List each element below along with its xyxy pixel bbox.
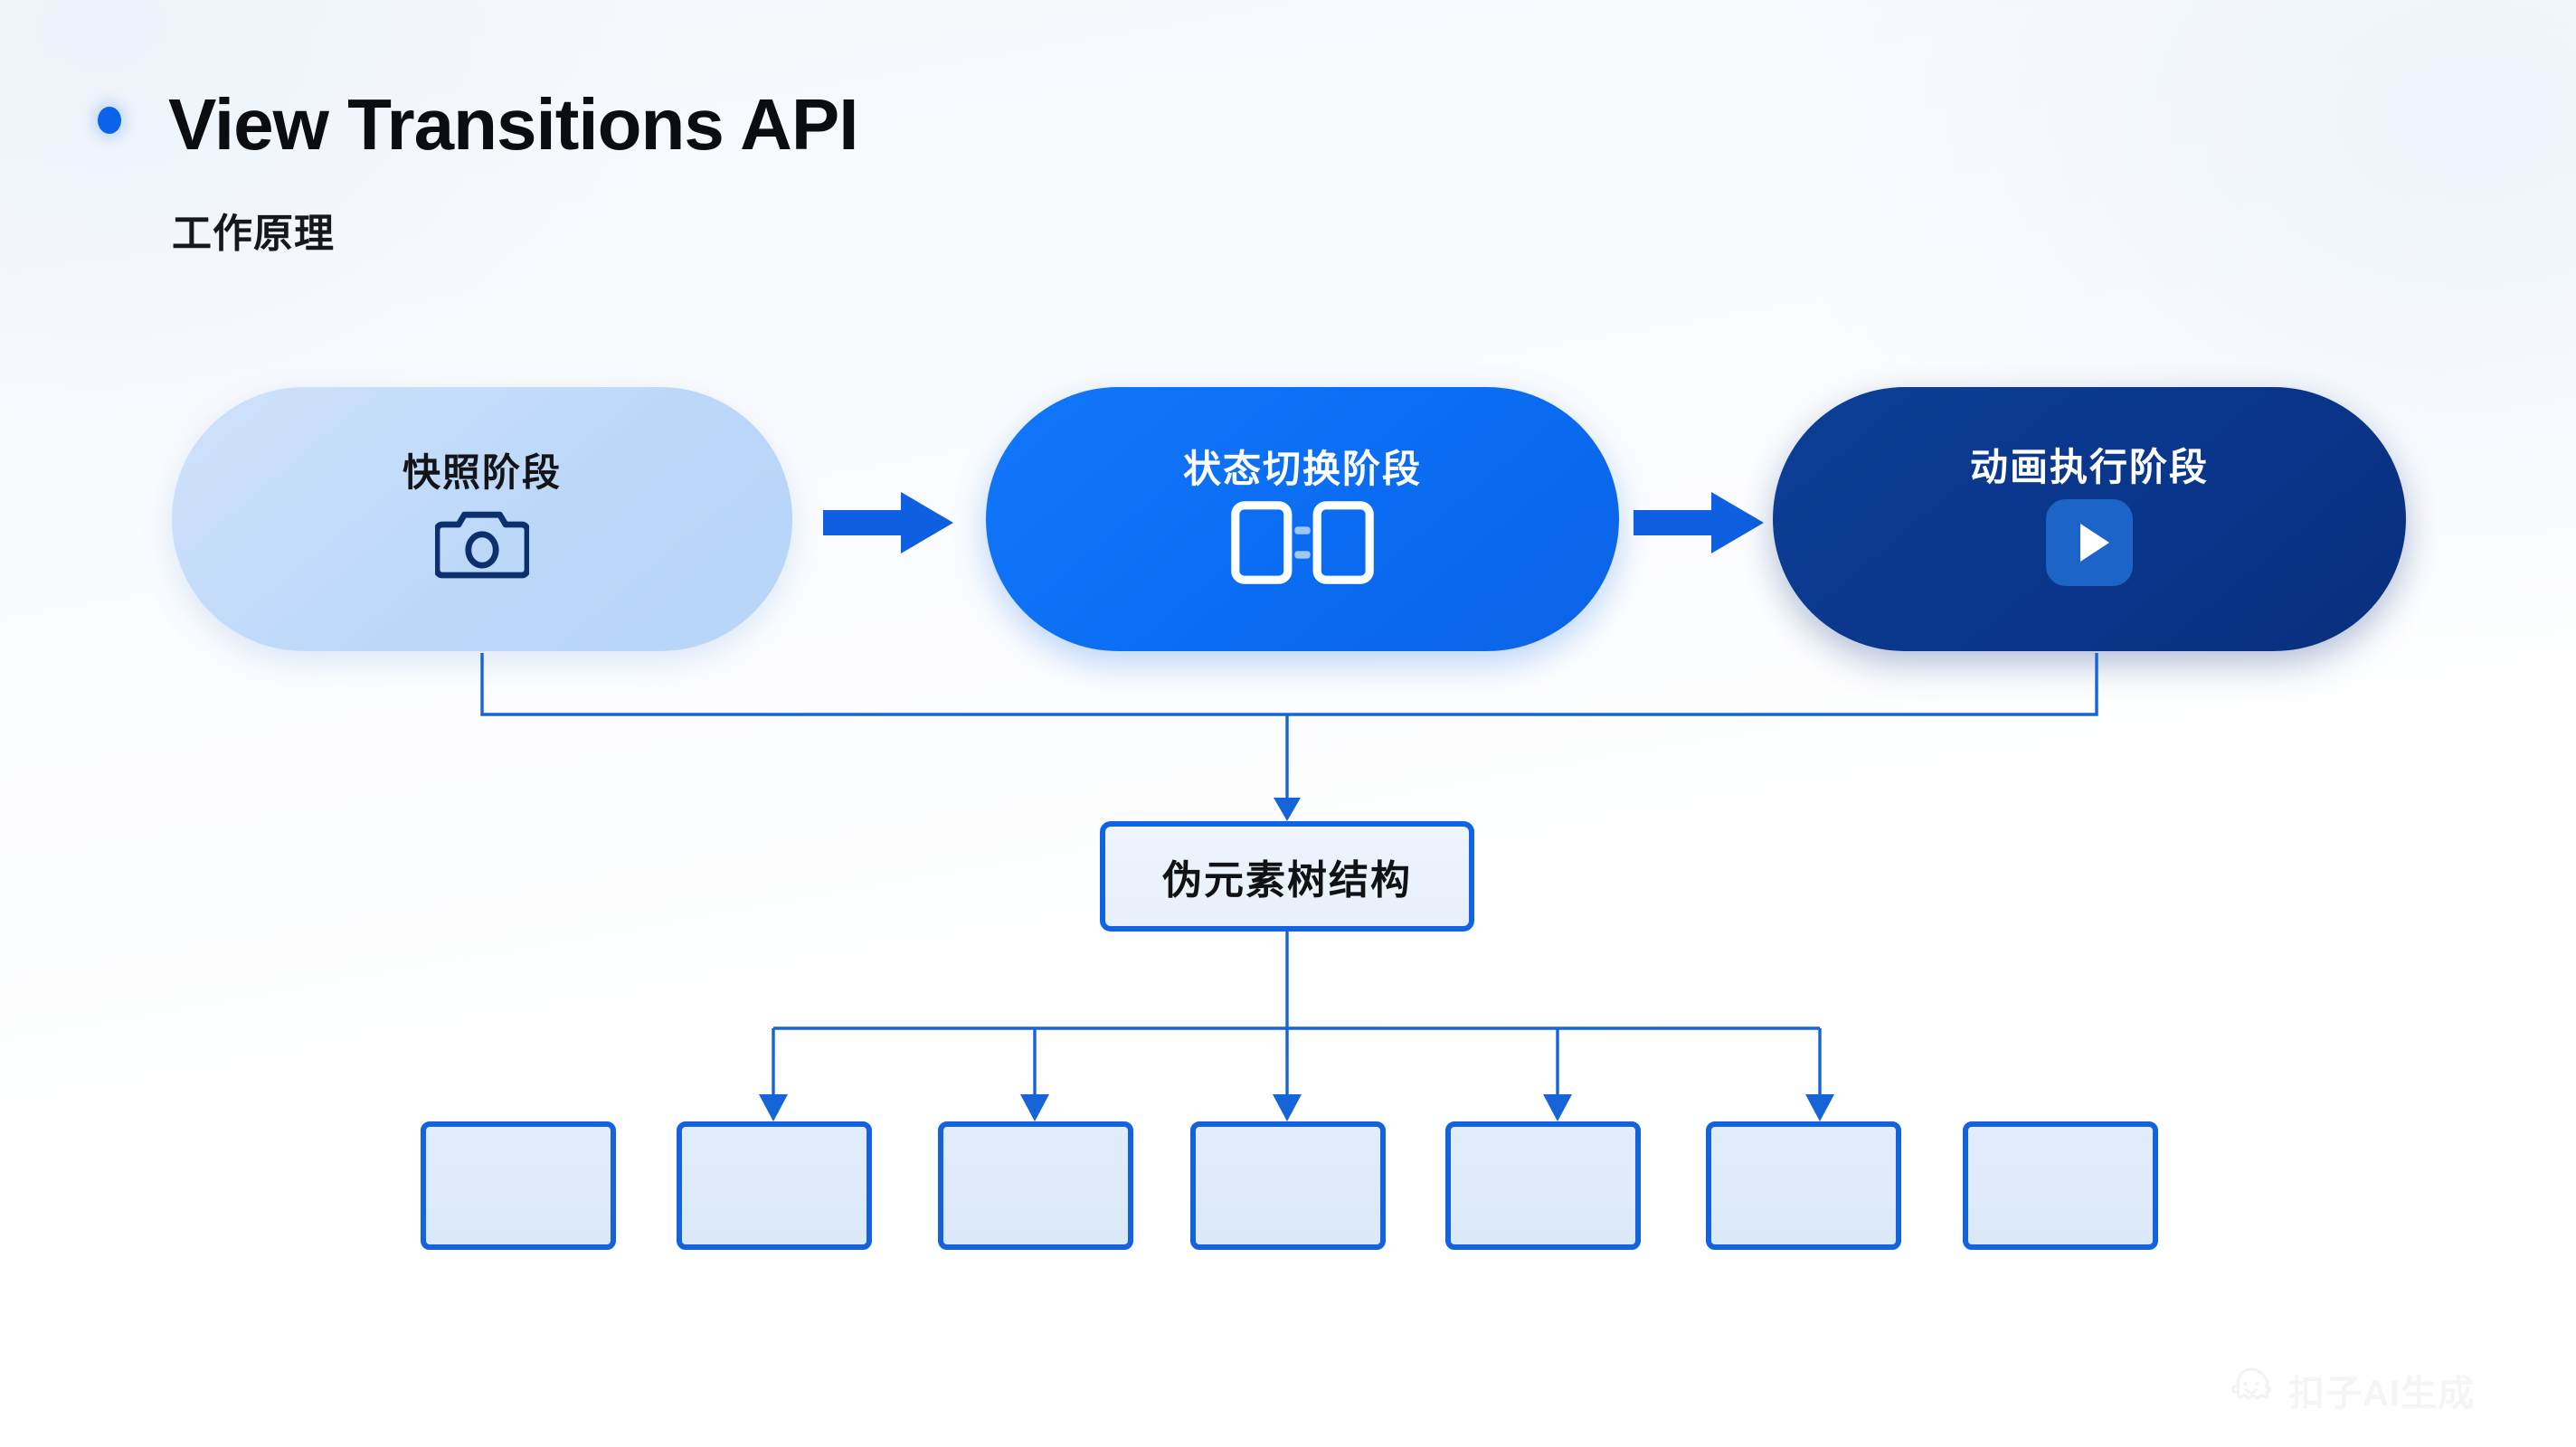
tree-leaf-box[interactable]: [1963, 1121, 2158, 1250]
tree-leaf-box[interactable]: [1190, 1121, 1386, 1250]
right-arrow-icon: [1634, 488, 1767, 557]
watermark: 扣子AI生成: [2227, 1364, 2475, 1416]
watermark-text: 扣子AI生成: [2288, 1374, 2475, 1414]
phase-card-label: 动画执行阶段: [1969, 445, 2209, 488]
phase-card-animation[interactable]: 动画执行阶段: [1773, 387, 2406, 651]
play-icon: [2046, 498, 2133, 591]
page-subtitle: 工作原理: [172, 212, 335, 256]
tree-leaf-box[interactable]: [938, 1121, 1133, 1250]
phase-card-label: 状态切换阶段: [1182, 447, 1422, 490]
phase-card-state-switch[interactable]: 状态切换阶段: [986, 387, 1619, 651]
title-bullet-dot: [98, 107, 121, 134]
tree-leaf-box[interactable]: [421, 1121, 616, 1250]
pseudo-element-tree-node[interactable]: 伪元素树结构: [1100, 821, 1474, 932]
ghost-mascot-icon: [2227, 1367, 2276, 1414]
tree-leaf-box[interactable]: [1445, 1121, 1641, 1250]
node-label: 伪元素树结构: [1162, 858, 1412, 903]
phase-card-snapshot[interactable]: 快照阶段: [172, 387, 792, 651]
tree-leaf-box[interactable]: [677, 1121, 872, 1250]
phase-card-label: 快照阶段: [402, 450, 562, 494]
right-arrow-icon: [823, 488, 957, 557]
swap-frames-icon: [1231, 500, 1374, 589]
camera-icon: [433, 505, 531, 585]
tree-leaf-box[interactable]: [1706, 1121, 1901, 1250]
page-title: View Transitions API: [168, 84, 858, 165]
